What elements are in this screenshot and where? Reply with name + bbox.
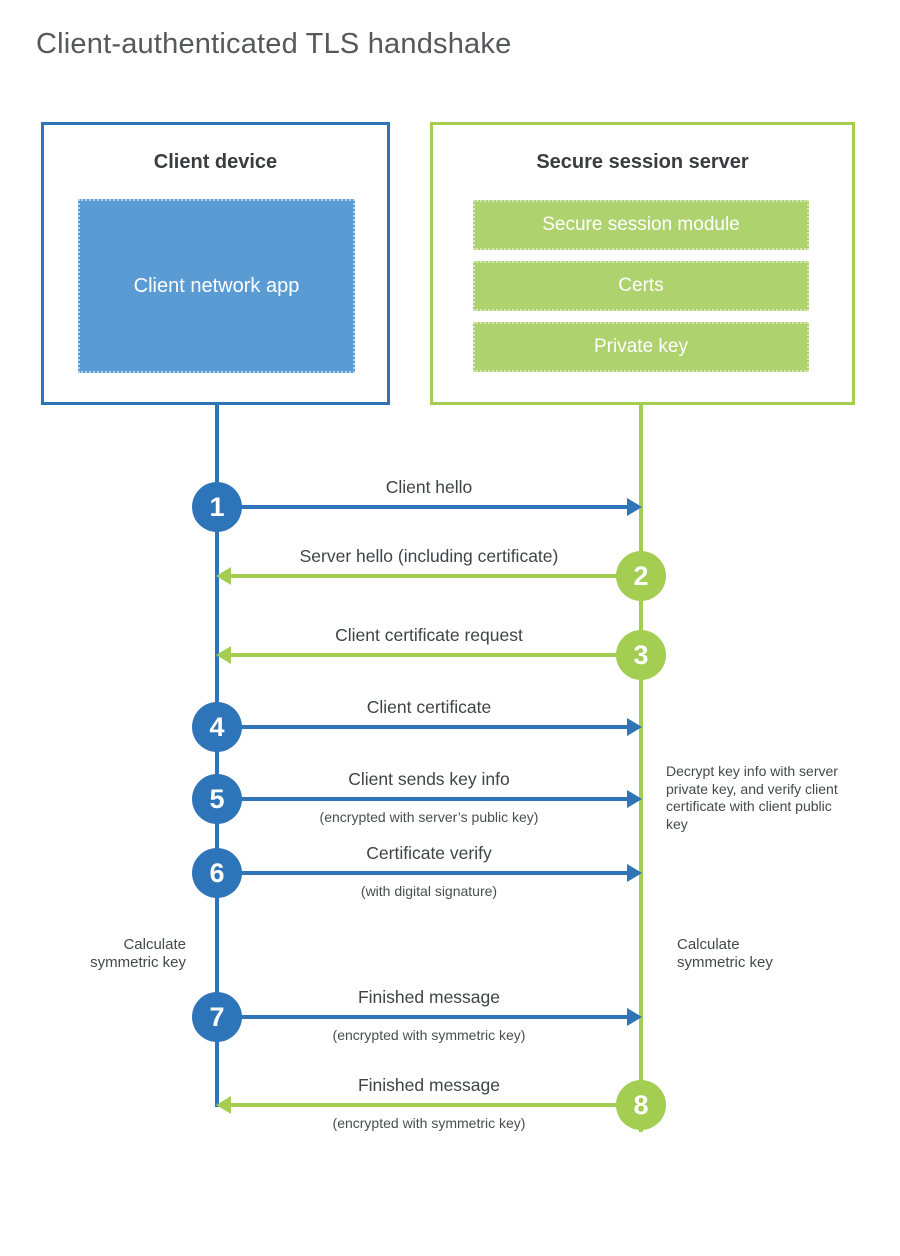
message-line bbox=[217, 725, 629, 729]
page-title: Client-authenticated TLS handshake bbox=[36, 28, 512, 60]
message-sublabel: (encrypted with server’s public key) bbox=[319, 809, 539, 825]
message-line bbox=[231, 574, 641, 578]
message-label: Server hello (including certificate) bbox=[299, 546, 559, 566]
client-network-app-box: Client network app bbox=[78, 199, 355, 373]
message-sublabel: (encrypted with symmetric key) bbox=[332, 1027, 526, 1043]
client-device-box: Client device Client network app bbox=[41, 122, 390, 405]
message-label: Finished message bbox=[357, 1075, 501, 1095]
message-label: Client sends key info bbox=[348, 769, 510, 789]
message-line bbox=[217, 797, 629, 801]
message-label: Certificate verify bbox=[366, 843, 492, 863]
server-module-private-key: Private key bbox=[473, 322, 809, 372]
server-module-secure-session-module: Secure session module bbox=[473, 200, 809, 250]
message-line bbox=[217, 505, 629, 509]
client-network-app-label: Client network app bbox=[133, 275, 300, 297]
message-label: Finished message bbox=[357, 987, 501, 1007]
message-line bbox=[231, 653, 641, 657]
server-module-certs: Certs bbox=[473, 261, 809, 311]
message-line bbox=[231, 1103, 641, 1107]
message-label: Client certificate request bbox=[335, 625, 523, 645]
client-device-title: Client device bbox=[153, 151, 278, 173]
message-sublabel: (encrypted with symmetric key) bbox=[332, 1115, 526, 1131]
decrypt-key-note: Decrypt key info with server private key… bbox=[666, 763, 838, 832]
message-label: Client certificate bbox=[366, 697, 492, 717]
message-label: Client hello bbox=[385, 477, 473, 497]
client-lifeline bbox=[215, 405, 219, 1107]
secure-session-server-box: Secure session server Secure session mod… bbox=[430, 122, 855, 405]
message-sublabel: (with digital signature) bbox=[360, 883, 498, 899]
secure-session-server-title: Secure session server bbox=[536, 151, 749, 173]
message-line bbox=[217, 1015, 629, 1019]
server-lifeline bbox=[639, 405, 643, 1132]
message-line bbox=[217, 871, 629, 875]
calculate-symmetric-key-client-note: Calculate symmetric key bbox=[90, 936, 186, 971]
calculate-symmetric-key-server-note: Calculate symmetric key bbox=[677, 936, 773, 971]
